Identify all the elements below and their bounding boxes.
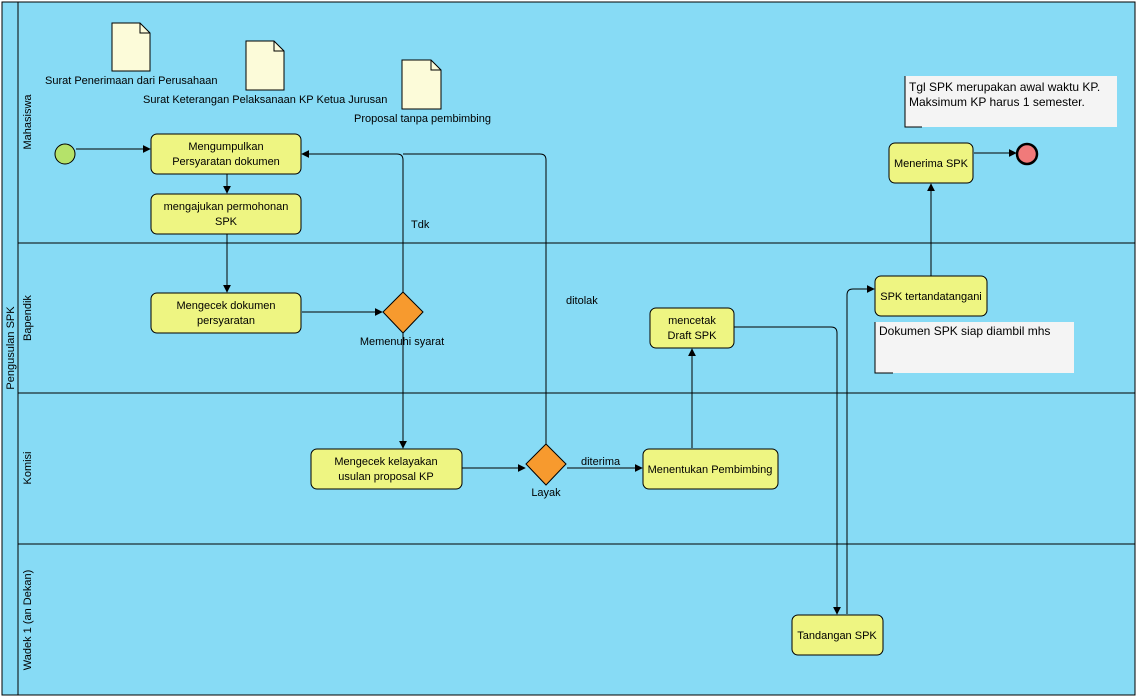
activity-label: Menerima SPK: [894, 158, 969, 170]
activity-label: SPK tertandatangani: [880, 291, 982, 303]
activity-a6[interactable]: mencetak Draft SPK: [649, 307, 735, 349]
flow-label-diterima: diterima: [581, 456, 621, 468]
document-label: Proposal tanpa pembimbing: [354, 113, 491, 125]
start-node[interactable]: [54, 143, 76, 165]
gateway-g2[interactable]: Layak: [525, 443, 567, 499]
activity-label: Menentukan Pembimbing: [648, 464, 773, 476]
document-doc3[interactable]: Proposal tanpa pembimbing: [354, 59, 491, 125]
activity-a4[interactable]: Mengecek kelayakan usulan proposal KP: [310, 448, 463, 490]
lane-label-bapendik: Bapendik: [22, 295, 34, 341]
note-n2[interactable]: Dokumen SPK siap diambil mhs: [874, 322, 1074, 374]
activity-label: SPK: [215, 216, 238, 228]
activity-label: mencetak: [668, 315, 716, 327]
gateway-label: Layak: [531, 487, 561, 499]
note-text: Maksimum KP harus 1 semester.: [909, 95, 1085, 109]
gateway-label: Memenuhi syarat: [360, 336, 444, 348]
flow-lines: [76, 145, 1017, 615]
document-doc2[interactable]: Surat Keterangan Pelaksanaan KP Ketua Ju…: [143, 40, 387, 106]
gateway-g1[interactable]: Memenuhi syarat: [360, 291, 444, 348]
flow-label-ditolak: ditolak: [566, 295, 598, 307]
activity-a9[interactable]: Menerima SPK: [888, 142, 974, 184]
activity-a2[interactable]: mengajukan permohonan SPK: [150, 193, 302, 235]
note-n1[interactable]: Tgl SPK merupakan awal waktu KP. Maksimu…: [904, 76, 1117, 128]
activity-label: Persyaratan dokumen: [172, 156, 280, 168]
document-doc1[interactable]: Surat Penerimaan dari Perusahaan: [45, 22, 217, 87]
document-label: Surat Keterangan Pelaksanaan KP Ketua Ju…: [143, 94, 387, 106]
activity-label: Mengecek dokumen: [176, 300, 275, 312]
pool-label: Pengusulan SPK: [5, 306, 17, 390]
note-text: Dokumen SPK siap diambil mhs: [879, 324, 1050, 338]
activity-label: Mengumpulkan: [188, 141, 263, 153]
lane-label-wadek: Wadek 1 (an Dekan): [22, 570, 34, 670]
activity-a5[interactable]: Menentukan Pembimbing: [642, 448, 779, 490]
activity-a8[interactable]: SPK tertandatangani: [874, 275, 988, 317]
lane-labels: Mahasiswa Bapendik Komisi Wadek 1 (an De…: [22, 94, 34, 671]
activity-label: persyaratan: [197, 315, 255, 327]
activity-a7[interactable]: Tandangan SPK: [791, 614, 884, 656]
activity-label: Draft SPK: [668, 330, 718, 342]
activity-a3[interactable]: Mengecek dokumen persyaratan: [150, 292, 302, 334]
activity-label: Mengecek kelayakan: [334, 456, 437, 468]
flow-label-tdk: Tdk: [411, 219, 430, 231]
end-node[interactable]: [1015, 142, 1039, 166]
activity-a1[interactable]: Mengumpulkan Persyaratan dokumen: [150, 133, 302, 175]
activity-label: usulan proposal KP: [338, 471, 433, 483]
activity-label: mengajukan permohonan: [164, 201, 289, 213]
flow-a7-a8: [846, 285, 875, 614]
flow-g2-a1-ditolak: [403, 153, 547, 444]
activity-label: Tandangan SPK: [797, 630, 877, 642]
flow-g1-a1-tdk: [301, 150, 404, 292]
lane-label-komisi: Komisi: [22, 451, 34, 484]
document-label: Surat Penerimaan dari Perusahaan: [45, 75, 217, 87]
note-text: Tgl SPK merupakan awal waktu KP.: [909, 80, 1100, 94]
lane-label-mahasiswa: Mahasiswa: [22, 94, 34, 150]
flow-a6-a7: [734, 326, 841, 615]
